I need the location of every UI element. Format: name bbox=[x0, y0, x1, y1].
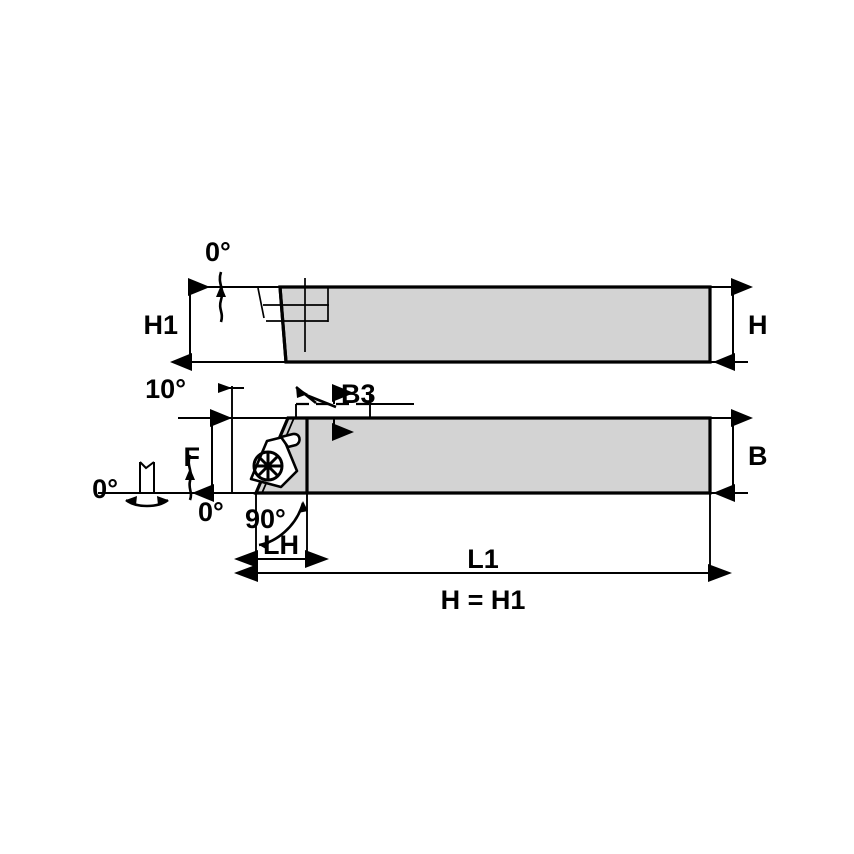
h-dimension-label: H bbox=[748, 310, 768, 340]
side-view-insert-edge-line bbox=[257, 287, 265, 319]
left-zero-angle-arc bbox=[125, 498, 169, 508]
inclination-angle-arrowhead bbox=[185, 468, 195, 480]
tool-orientation-symbol bbox=[139, 461, 155, 493]
lead-angle-arrowhead-end bbox=[298, 501, 308, 513]
left-zero-angle-label: 0° bbox=[92, 474, 118, 504]
inclination-angle-label: 0° bbox=[198, 497, 224, 527]
lh-dimension-label: LH bbox=[263, 530, 299, 560]
left-zero-angle-arrowhead-left bbox=[126, 496, 137, 505]
inclination-angle-leader bbox=[187, 454, 193, 501]
h1-dimension-label: H1 bbox=[143, 310, 178, 340]
side-view-rake-angle-arrowhead bbox=[216, 285, 226, 297]
top-view-shank-body bbox=[253, 416, 712, 495]
b3-dimension-label: B3 bbox=[341, 379, 376, 409]
f-dimension-label: F bbox=[184, 442, 201, 472]
insert-clamp-tab bbox=[279, 432, 301, 449]
side-clearance-angle-label: 10° bbox=[145, 374, 186, 404]
lead-angle-label: 90° bbox=[245, 504, 286, 534]
side-view-group: 0° H1 H bbox=[143, 237, 768, 371]
nose-angle-arrowhead bbox=[296, 387, 308, 398]
ten-degree-arrowhead bbox=[218, 383, 232, 393]
left-zero-angle-arrowhead-right bbox=[157, 496, 168, 505]
side-view-nose-bevel bbox=[278, 286, 288, 363]
side-view-rake-angle-leader bbox=[218, 271, 224, 323]
top-view-group: B3 10° F 0° 0° 90° bbox=[92, 374, 767, 615]
b-dimension-label: B bbox=[748, 441, 768, 471]
h-equals-h1-note: H = H1 bbox=[441, 585, 526, 615]
rake-angle-label: 0° bbox=[205, 237, 231, 267]
lead-angle-arrowhead-start bbox=[259, 540, 271, 549]
l1-dimension-label: L1 bbox=[467, 544, 499, 574]
side-view-shank-body bbox=[278, 285, 712, 364]
